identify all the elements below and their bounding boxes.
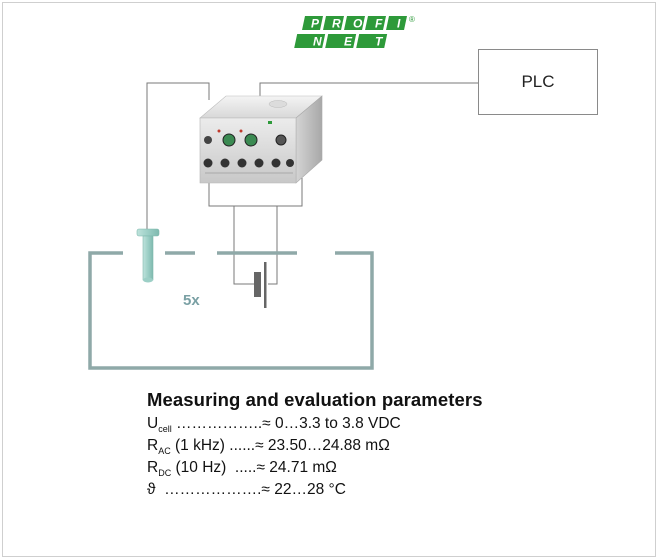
reference-electrode-wire [146,82,210,230]
parameters-title: Measuring and evaluation parameters [147,389,483,410]
logo-letter: F [375,17,383,31]
wires [146,82,478,285]
logo-letter: I [397,17,401,31]
logo-letter: E [344,35,353,49]
logo-top-row: P R O F I [302,16,407,31]
device-bottom-loop [208,178,303,207]
parameter-row-cell-voltage: Ucell ……………..≈ 0…3.3 to 3.8 VDC [147,413,483,435]
parameter-row-temperature: ϑ ……………….≈ 22…28 °C [147,479,483,501]
param-symbol: R [147,459,159,476]
logo-letter: N [313,35,322,49]
logo-letter: R [332,17,341,31]
parameters-panel: Measuring and evaluation parameters Ucel… [147,389,483,501]
param-symbol: U [147,415,159,432]
plc-cable [259,82,478,98]
reference-electrode [136,228,160,283]
param-symbol: R [147,437,159,454]
logo-bottom-row: N E T [294,34,388,49]
logo-letter: O [353,17,363,31]
param-value: (10 Hz) .....≈ 24.71 mΩ [171,459,337,476]
logo-letter: P [311,17,320,31]
logo-letter: T [375,35,384,49]
plc-label: PLC [521,72,555,91]
cell-wire-left [233,206,258,285]
cell-count-label: 5x [183,292,200,309]
registered-mark: ® [409,15,415,24]
param-value: (1 kHz) ......≈ 23.50…24.88 mΩ [170,437,390,454]
tank-outline [88,251,374,370]
plc-box: PLC [478,49,598,115]
parameter-row-ac-resistance: RAC (1 kHz) ......≈ 23.50…24.88 mΩ [147,435,483,457]
battery-cell-symbol [254,262,267,308]
param-value: ……………..≈ 0…3.3 to 3.8 VDC [171,415,401,432]
cell-wire-right [268,206,278,285]
param-subscript: cell [158,424,172,434]
measuring-device [199,95,323,184]
profinet-logo: P R O F I N E T ® [294,15,415,49]
param-subscript: AC [158,446,171,456]
param-symbol: ϑ [147,481,156,498]
param-subscript: DC [158,468,172,478]
tank [88,251,374,370]
parameter-row-dc-resistance: RDC (10 Hz) .....≈ 24.71 mΩ [147,457,483,479]
param-value: ……………….≈ 22…28 °C [155,481,346,498]
